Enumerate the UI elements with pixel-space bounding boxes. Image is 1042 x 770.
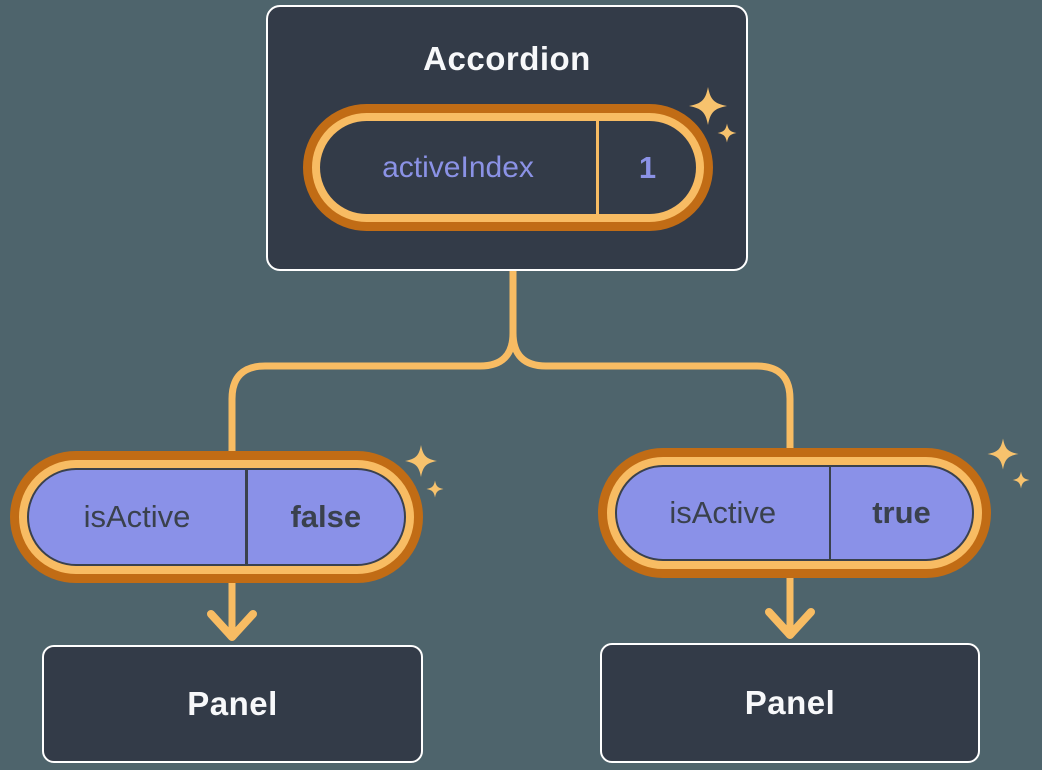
component-title: Accordion: [423, 40, 591, 77]
state-pill-body: activeIndex 1: [320, 121, 696, 214]
panel-title: Panel: [187, 685, 278, 722]
pill-divider: [828, 467, 831, 559]
prop-name-label: isActive: [669, 495, 777, 530]
sparkle-icon: [987, 438, 1019, 470]
arrow-down-icon: [207, 610, 257, 641]
arrow-down-icon: [765, 608, 815, 639]
left-prop-pill-body: isActive false: [27, 468, 406, 566]
right-prop-pill: isActive true: [598, 448, 991, 578]
right-panel-box: Panel: [600, 643, 980, 763]
right-prop-pill-body: isActive true: [615, 465, 974, 561]
state-value-label: 1: [638, 149, 657, 185]
left-prop-pill: isActive false: [10, 451, 423, 583]
state-pill: activeIndex 1: [303, 104, 713, 231]
prop-value-label: false: [290, 499, 362, 534]
prop-value-label: true: [872, 495, 931, 530]
sparkle-icon: [1012, 471, 1030, 489]
left-panel-box: Panel: [42, 645, 423, 763]
state-name-label: activeIndex: [382, 150, 534, 184]
panel-title: Panel: [744, 684, 836, 721]
sparkle-icon: [405, 445, 437, 477]
sparkle-icon: [426, 480, 444, 498]
pill-divider: [596, 121, 600, 214]
prop-name-label: isActive: [83, 499, 191, 534]
